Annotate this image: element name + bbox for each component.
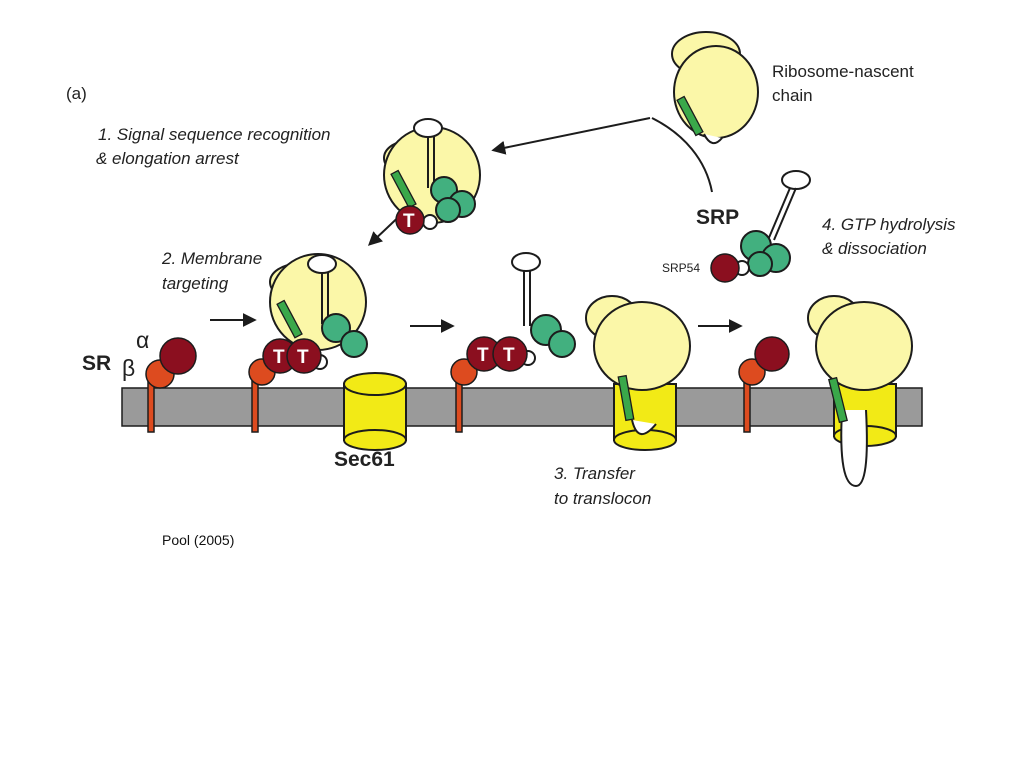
srp54-label: SRP54 (662, 261, 700, 275)
sr-receptor-right (738, 336, 790, 433)
sec61-label: Sec61 (334, 448, 395, 471)
gtp-marker-sr-middle: T (477, 345, 489, 366)
gtp-marker-srp-step2: T (297, 347, 309, 368)
step2-label-line2: targeting (162, 274, 229, 293)
arrow-ribosome-to-step1 (491, 117, 651, 155)
ribosome-nascent-chain (671, 31, 759, 145)
panel-label: (a) (66, 84, 87, 103)
ribosome-label-line1: Ribosome-nascent (772, 62, 914, 81)
translocating-ribosome (807, 295, 913, 488)
ribosome-label-line2: chain (772, 86, 813, 105)
step4-label-line1: 4. GTP hydrolysis (822, 215, 956, 234)
sr-alpha-label: α (136, 327, 149, 353)
sr-beta-label: β (122, 355, 135, 381)
er-membrane (121, 387, 923, 427)
step3-label-line1: 3. Transfer (554, 464, 636, 483)
step1-label-line1: 1. Signal sequence recognition (98, 125, 331, 144)
free-srp (710, 170, 811, 283)
step4-label-line2: & dissociation (822, 239, 927, 258)
arrow-srp-recycle (651, 117, 713, 193)
ribosome-on-translocon (585, 295, 691, 451)
srp-sr-complex-middle: T T (450, 252, 576, 433)
gtp-marker-sr-step2: T (273, 347, 285, 368)
sec61-translocon (343, 372, 407, 451)
sr-receptor-left (145, 337, 197, 433)
step2-label-line1: 2. Membrane (161, 249, 262, 268)
srp-label: SRP (696, 206, 739, 229)
gtp-marker-step1: T (403, 211, 415, 232)
srp-ribosome-sr-complex-step2: T T (248, 253, 368, 433)
step1-label-line2: & elongation arrest (96, 149, 240, 168)
srp-ribosome-complex-step1: T (383, 118, 481, 235)
sr-label: SR (82, 352, 111, 375)
step3-label-line2: to translocon (554, 489, 651, 508)
gtp-marker-srp-middle: T (503, 345, 515, 366)
citation-caption: Pool (2005) (162, 532, 235, 548)
